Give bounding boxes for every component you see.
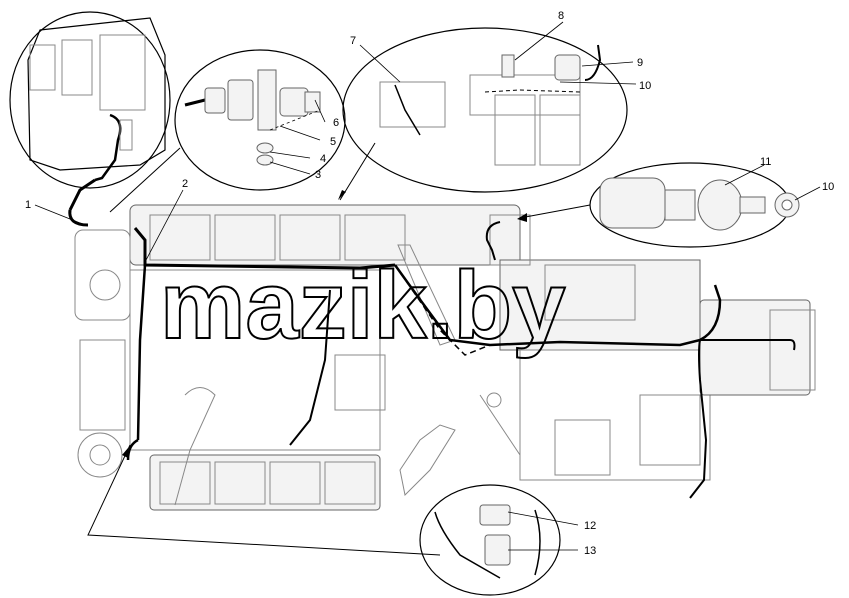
detail-switch-bubble bbox=[589, 162, 800, 248]
callout-5: 5 bbox=[330, 136, 336, 148]
watermark-text: mazik.by bbox=[160, 252, 566, 359]
callout-7: 7 bbox=[350, 35, 356, 47]
detail-sensor-bubble bbox=[342, 27, 628, 193]
callout-8: 8 bbox=[558, 10, 564, 22]
detail-connector-bubble bbox=[174, 49, 346, 191]
detail-plug-bubble bbox=[419, 484, 561, 596]
callout-12: 12 bbox=[584, 520, 596, 532]
callout-6: 6 bbox=[333, 117, 339, 129]
callout-3: 3 bbox=[315, 169, 321, 181]
callout-1: 1 bbox=[25, 199, 31, 211]
callout-11: 11 bbox=[760, 156, 771, 168]
callout-13: 13 bbox=[584, 545, 596, 557]
callout-9: 9 bbox=[637, 57, 643, 69]
callout-2: 2 bbox=[182, 178, 188, 190]
callout-10-right: 10 bbox=[822, 181, 834, 193]
callout-labels: 1 2 3 4 5 6 7 8 9 10 11 10 12 13 bbox=[25, 10, 834, 557]
callout-4: 4 bbox=[320, 153, 326, 165]
engine-assembly bbox=[74, 204, 816, 511]
pointer-lines bbox=[34, 21, 821, 556]
detail-cab-bubble bbox=[9, 11, 171, 189]
callout-10-top: 10 bbox=[639, 80, 651, 92]
wiring-harness bbox=[68, 178, 796, 499]
